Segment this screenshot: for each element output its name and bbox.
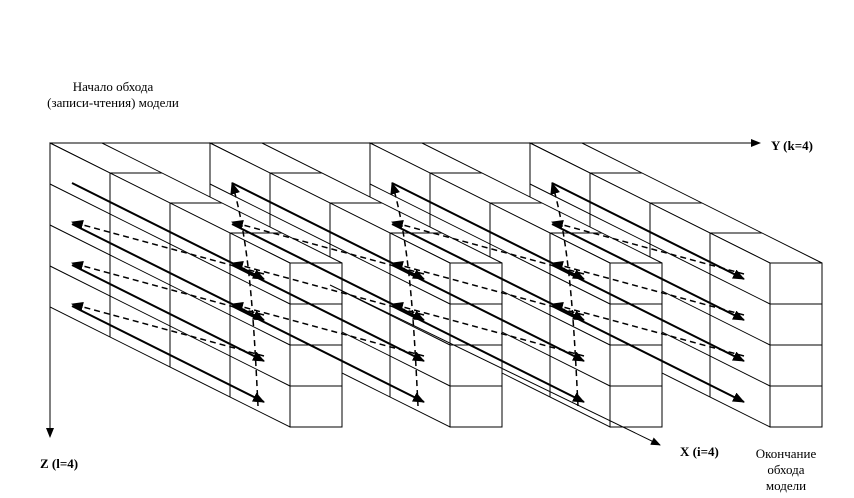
end-label: Окончание обхода модели bbox=[740, 446, 832, 494]
end-label-line3: модели bbox=[765, 478, 807, 493]
axis-x-line bbox=[329, 284, 661, 446]
forward-arrow bbox=[551, 264, 745, 362]
forward-arrow bbox=[551, 182, 745, 280]
end-label-line2: обхода bbox=[767, 462, 805, 477]
start-label-line1: Начало обхода bbox=[72, 79, 154, 94]
forward-arrow bbox=[391, 264, 585, 362]
slice-transition-arrow bbox=[390, 182, 419, 407]
side-row-line bbox=[49, 265, 291, 387]
forward-arrow bbox=[551, 305, 745, 403]
front-cell bbox=[609, 385, 663, 428]
front-cell bbox=[449, 385, 503, 428]
forward-arrow bbox=[71, 305, 265, 403]
return-arrow bbox=[551, 261, 745, 316]
forward-arrow bbox=[231, 305, 425, 403]
side-row-line bbox=[529, 183, 771, 305]
side-row-line bbox=[49, 224, 291, 346]
forward-arrow bbox=[71, 264, 265, 362]
front-cell bbox=[769, 344, 823, 387]
model-slices bbox=[49, 142, 823, 428]
slice-transition-arrow bbox=[550, 182, 579, 407]
return-arrow bbox=[551, 302, 745, 357]
axis-x-label: X (i=4) bbox=[680, 444, 719, 459]
return-arrow bbox=[71, 302, 265, 357]
front-cell bbox=[769, 262, 823, 305]
return-arrow bbox=[231, 302, 425, 357]
front-cell bbox=[449, 344, 503, 387]
front-cell bbox=[769, 303, 823, 346]
forward-arrow bbox=[391, 305, 585, 403]
forward-arrow bbox=[551, 223, 745, 321]
front-cell bbox=[289, 344, 343, 387]
traversal-paths bbox=[71, 182, 745, 407]
front-cell bbox=[449, 303, 503, 346]
forward-arrow bbox=[231, 264, 425, 362]
axis-z-label: Z (l=4) bbox=[40, 456, 79, 471]
slice-transition-arrow bbox=[230, 182, 259, 407]
axis-y-label: Y (k=4) bbox=[771, 138, 813, 153]
start-label-line2: (записи-чтения) модели bbox=[47, 95, 179, 110]
front-cell bbox=[289, 385, 343, 428]
start-label: Начало обхода (записи-чтения) модели bbox=[18, 79, 208, 111]
front-cell bbox=[609, 303, 663, 346]
front-cell bbox=[609, 344, 663, 387]
slice-traversal bbox=[551, 182, 745, 403]
front-cell bbox=[449, 262, 503, 305]
return-arrow bbox=[551, 220, 745, 275]
front-cell bbox=[769, 385, 823, 428]
return-arrow bbox=[391, 302, 585, 357]
end-label-line1: Окончание bbox=[755, 446, 817, 461]
front-cell bbox=[289, 303, 343, 346]
front-cell bbox=[609, 262, 663, 305]
